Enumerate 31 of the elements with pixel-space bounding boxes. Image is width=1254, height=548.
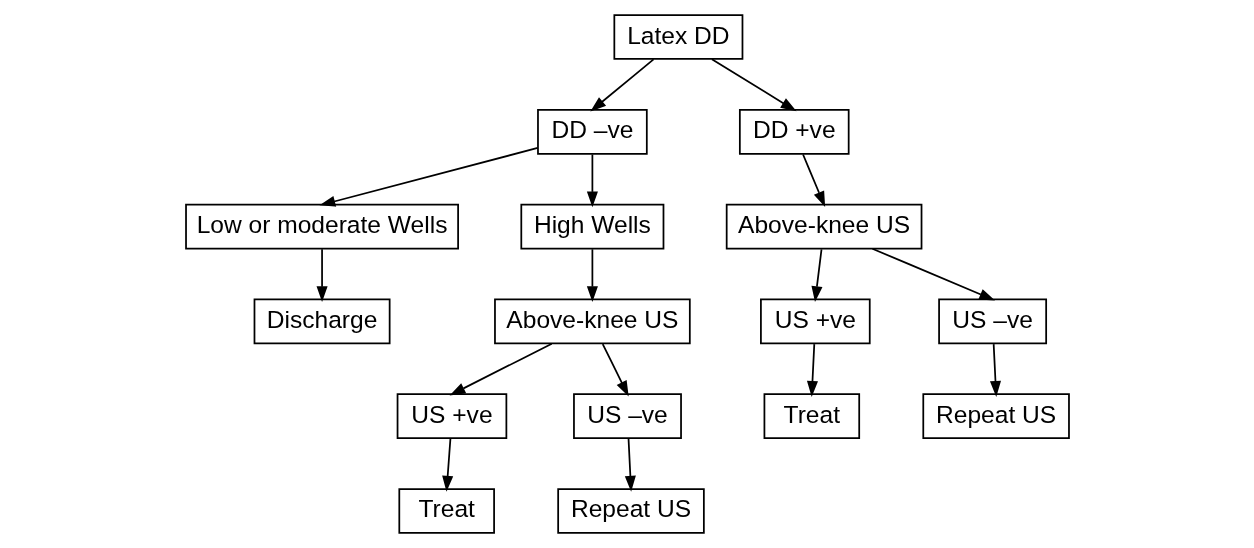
arrow xyxy=(806,343,818,397)
node-box: US +ve xyxy=(759,298,871,345)
node-box: Above-knee US xyxy=(725,203,922,250)
arrow xyxy=(316,248,328,303)
node-box: US –ve xyxy=(937,298,1047,345)
node-box: US –ve xyxy=(572,393,682,439)
node-box: Latex DD xyxy=(612,14,743,60)
arrow xyxy=(624,438,636,492)
arrow xyxy=(810,248,822,303)
node-box: Repeat US xyxy=(921,393,1070,439)
node-box: Above-knee US xyxy=(493,298,691,345)
node-box: Discharge xyxy=(253,298,391,345)
arrow xyxy=(601,343,629,397)
node-box: US +ve xyxy=(396,393,507,439)
arrow xyxy=(871,247,995,301)
arrow xyxy=(710,58,797,112)
arrow xyxy=(801,153,825,208)
node-box: Treat xyxy=(397,488,495,534)
arrow xyxy=(989,343,1001,397)
arrow xyxy=(449,342,553,396)
node-box: Low or moderate Wells xyxy=(184,203,459,250)
arrow xyxy=(589,58,654,112)
arrow xyxy=(319,147,539,207)
arrow xyxy=(441,438,453,492)
node-box: Repeat US xyxy=(556,488,705,534)
node-box: High Wells xyxy=(519,203,664,250)
arrow xyxy=(586,153,598,208)
node-box: DD +ve xyxy=(738,109,850,155)
arrow xyxy=(586,248,598,303)
node-box: Treat xyxy=(763,393,860,439)
node-box: DD –ve xyxy=(536,109,648,155)
